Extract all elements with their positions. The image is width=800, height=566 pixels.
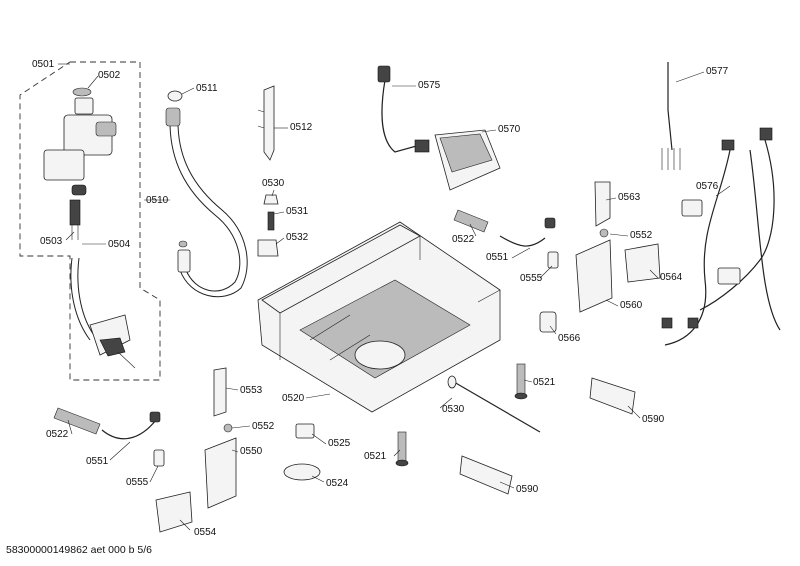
- part-label-0510: 0510: [146, 195, 169, 206]
- document-footer: 58300000149862 aet 000 b 5/6: [6, 544, 152, 556]
- part-label-0552-right: 0552: [630, 230, 653, 241]
- part-label-0553: 0553: [240, 385, 263, 396]
- part-label-0504: 0504: [108, 239, 131, 250]
- part-label-0577: 0577: [706, 66, 729, 77]
- part-label-0560: 0560: [620, 300, 643, 311]
- part-label-0525: 0525: [328, 438, 351, 449]
- part-label-0566: 0566: [558, 333, 581, 344]
- part-label-0576: 0576: [696, 181, 719, 192]
- part-label-0590-right: 0590: [642, 414, 665, 425]
- part-label-0551-left: 0551: [86, 456, 109, 467]
- part-label-0511: 0511: [196, 83, 218, 94]
- part-label-0555-left: 0555: [126, 477, 149, 488]
- part-label-0530-top: 0530: [262, 178, 285, 189]
- hose-holder: [263, 85, 275, 161]
- part-label-0512: 0512: [290, 122, 313, 133]
- part-label-0524: 0524: [326, 478, 349, 489]
- part-label-0563: 0563: [618, 192, 641, 203]
- inlet-valve: [43, 87, 117, 240]
- part-label-0564: 0564: [660, 272, 683, 283]
- part-label-0550: 0550: [240, 446, 263, 457]
- base-tub: [257, 221, 501, 413]
- part-label-0522-left: 0522: [46, 429, 69, 440]
- part-label-0570: 0570: [498, 124, 521, 135]
- power-cable: [381, 79, 421, 153]
- part-label-0522-right: 0522: [452, 234, 475, 245]
- part-label-0575: 0575: [418, 80, 441, 91]
- part-label-0521-bottom: 0521: [364, 451, 387, 462]
- hose-clip: [167, 90, 183, 102]
- part-label-0590-bottom: 0590: [516, 484, 539, 495]
- part-label-0520: 0520: [282, 393, 305, 404]
- assembly-group-outline: [19, 61, 161, 381]
- drain-hose: [169, 121, 241, 292]
- part-label-0501: 0501: [32, 59, 55, 70]
- part-label-0503: 0503: [40, 236, 63, 247]
- hose-clamp-fitting: [89, 314, 136, 369]
- part-label-0521-right: 0521: [533, 377, 556, 388]
- control-module: [414, 129, 501, 191]
- part-label-0551-right: 0551: [486, 252, 509, 263]
- part-label-0552-left: 0552: [252, 421, 275, 432]
- part-label-0532: 0532: [286, 232, 309, 243]
- part-label-0502: 0502: [98, 70, 121, 81]
- part-label-0531: 0531: [286, 206, 309, 217]
- part-label-0554: 0554: [194, 527, 217, 538]
- part-label-0530-bottom: 0530: [442, 404, 465, 415]
- part-label-0555-right: 0555: [520, 273, 543, 284]
- wiring-harness: [667, 62, 673, 151]
